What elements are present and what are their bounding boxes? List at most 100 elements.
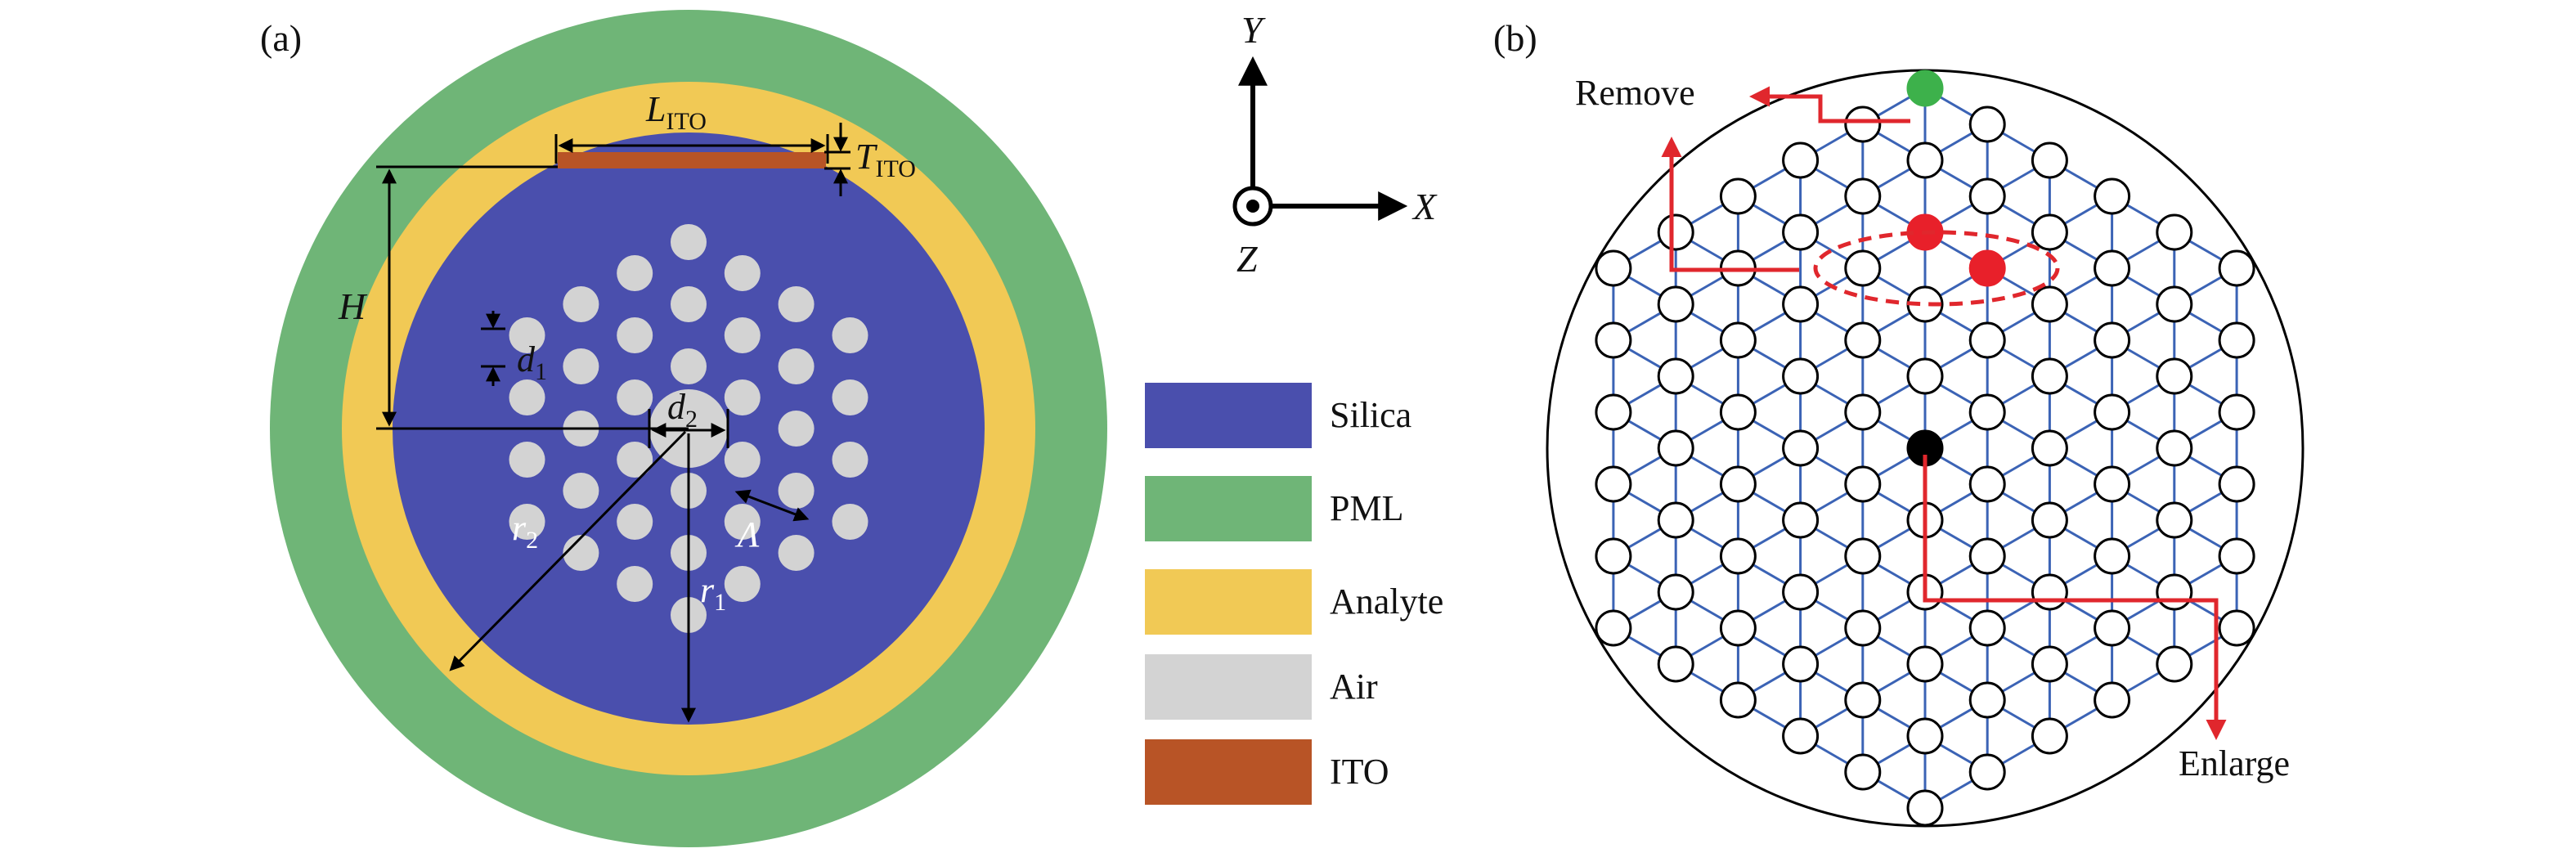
lattice-node: [1719, 537, 1757, 575]
lattice-node: [2031, 141, 2068, 179]
legend-label-pml: PML: [1330, 488, 1403, 528]
lattice-node: [1968, 465, 2006, 503]
enlarge-arrow: [1923, 455, 2227, 740]
air-hole: [671, 348, 707, 384]
lattice-node: [1906, 357, 1944, 395]
panel-b-tag: (b): [1493, 17, 1537, 59]
lattice-node: [2218, 249, 2255, 287]
air-hole: [563, 348, 599, 384]
panel-b: (b) Remove Enlarge: [1493, 17, 2304, 828]
panel-a: (a): [260, 10, 1107, 847]
lattice-node: [2156, 645, 2193, 683]
lattice-node: [1782, 501, 1820, 539]
air-hole: [509, 317, 545, 353]
lattice-node: [1595, 609, 1632, 647]
lattice-node: [1906, 717, 1944, 755]
panel-a-tag: (a): [260, 17, 302, 59]
air-hole: [724, 317, 761, 353]
lattice-node: [2031, 285, 2068, 323]
air-hole: [509, 379, 545, 415]
lattice-node: [2094, 249, 2131, 287]
lattice-node: [2156, 357, 2193, 395]
lattice-node: [1657, 645, 1694, 683]
air-hole: [778, 535, 815, 571]
lattice-node: [1782, 717, 1820, 755]
label-l-ito: LITO: [645, 89, 707, 135]
lattice-node: [1844, 249, 1882, 287]
legend-label-air: Air: [1330, 667, 1378, 707]
enlarged-node: [1968, 249, 2006, 287]
air-hole: [724, 379, 761, 415]
lattice-node: [1595, 537, 1632, 575]
lattice-node: [1719, 393, 1757, 431]
air-hole: [563, 473, 599, 509]
lattice-node: [1782, 645, 1820, 683]
lattice-node: [1968, 177, 2006, 215]
lattice-node: [2031, 717, 2068, 755]
lattice-node: [1968, 321, 2006, 359]
lattice-node: [2031, 645, 2068, 683]
label-t-ito: TITO: [855, 137, 916, 182]
lattice-node: [1782, 213, 1820, 251]
air-hole: [617, 379, 653, 415]
air-hole: [617, 317, 653, 353]
lattice-node: [2031, 357, 2068, 395]
lattice-node: [1844, 321, 1882, 359]
air-hole: [617, 255, 653, 291]
enlarge-label: Enlarge: [2179, 743, 2290, 783]
lattice-node: [1719, 681, 1757, 719]
air-hole: [832, 379, 868, 415]
lattice-node: [1719, 609, 1757, 647]
lattice-node: [1657, 573, 1694, 611]
lattice-node: [2031, 429, 2068, 467]
lattice-node: [2094, 537, 2131, 575]
lattice-node: [1657, 357, 1694, 395]
lattice-node: [2218, 393, 2255, 431]
lattice-node: [1657, 213, 1694, 251]
legend-swatch-ito: [1145, 739, 1312, 805]
air-hole: [832, 504, 868, 540]
lattice-node: [2156, 213, 2193, 251]
air-hole: [671, 224, 707, 260]
label-lambda: Λ: [734, 514, 760, 554]
air-hole: [778, 286, 815, 322]
label-r1: r1: [700, 570, 726, 616]
remove-label: Remove: [1575, 73, 1695, 113]
lattice-node: [2156, 501, 2193, 539]
lattice-nodes: [1595, 70, 2255, 827]
air-hole: [671, 286, 707, 322]
lattice-node: [1844, 681, 1882, 719]
air-hole: [778, 473, 815, 509]
lattice-node: [1844, 393, 1882, 431]
lattice-node: [1968, 537, 2006, 575]
air-hole: [832, 317, 868, 353]
lattice-node: [2156, 285, 2193, 323]
legend: Silica PML Analyte Air ITO: [1145, 383, 1443, 805]
air-hole: [617, 442, 653, 478]
lattice-node: [2094, 681, 2131, 719]
lattice-node: [1968, 106, 2006, 143]
lattice-node: [1657, 501, 1694, 539]
axis-x-label: X: [1411, 186, 1438, 227]
lattice-node: [1657, 429, 1694, 467]
modification-arrows: [1661, 86, 2227, 740]
dimension-lines: [376, 123, 850, 723]
lattice-node: [1844, 465, 1882, 503]
coordinate-axes: Y X Z: [1232, 9, 1438, 280]
lattice-node: [1657, 285, 1694, 323]
lattice-node: [2218, 537, 2255, 575]
lattice-node: [2218, 465, 2255, 503]
label-d1: d1: [517, 339, 547, 385]
lattice-node: [2031, 501, 2068, 539]
legend-label-analyte: Analyte: [1330, 581, 1443, 622]
lattice-node: [1595, 321, 1632, 359]
remove-side-arrow: [1661, 137, 1799, 272]
lattice-node: [2094, 321, 2131, 359]
air-hole: [509, 504, 545, 540]
lattice-node: [1719, 321, 1757, 359]
lattice-node: [1968, 681, 2006, 719]
air-hole: [724, 566, 761, 602]
lattice-node: [1595, 249, 1632, 287]
lattice-node: [2094, 609, 2131, 647]
lattice-node: [1719, 177, 1757, 215]
